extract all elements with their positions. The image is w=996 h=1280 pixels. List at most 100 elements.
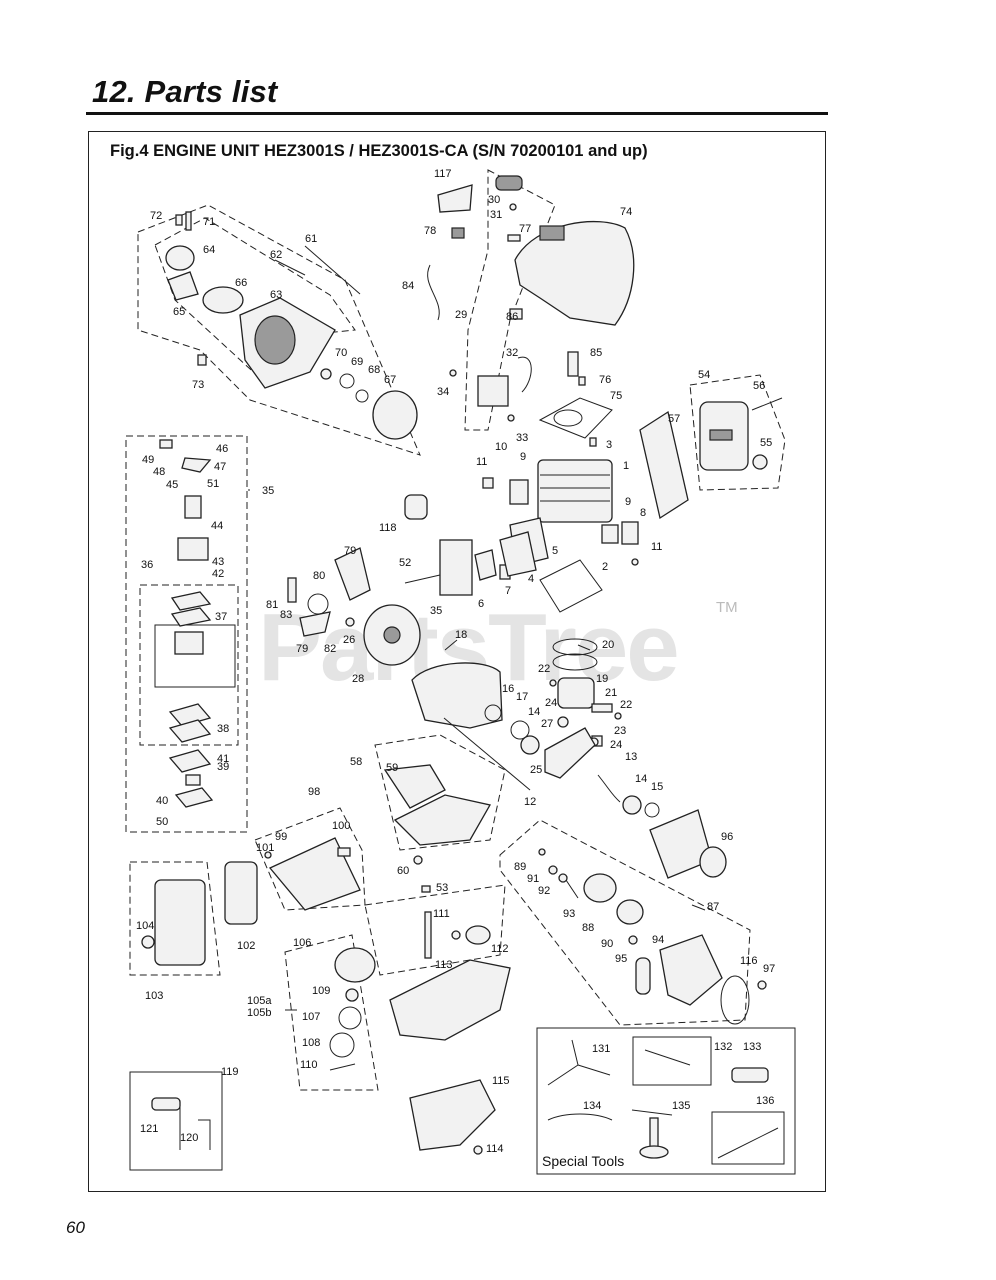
part-36-a	[170, 591, 212, 611]
callout-34: 34	[437, 386, 449, 398]
callout-81: 81	[266, 599, 278, 611]
callout-73: 73	[192, 379, 204, 391]
group-106-outline	[284, 934, 379, 1091]
part-66	[202, 286, 244, 314]
callout-2: 2	[602, 561, 608, 573]
callout-93: 93	[563, 908, 575, 920]
group-36-outline	[139, 584, 239, 746]
callout-12: 12	[524, 796, 536, 808]
part-75-hole	[553, 409, 583, 427]
part-55	[752, 454, 768, 470]
part-2-gasket	[539, 559, 603, 613]
part-92	[558, 873, 568, 883]
callout-110: 110	[300, 1059, 318, 1071]
callout-109: 109	[312, 985, 330, 997]
part-85-spark-plug	[567, 351, 579, 377]
tool-132-box	[632, 1036, 712, 1086]
callout-1: 1	[623, 460, 629, 472]
callout-61: 61	[305, 233, 317, 245]
callout-64: 64	[203, 244, 215, 256]
part-79-pawl	[334, 547, 371, 601]
part-109	[345, 988, 359, 1002]
callout-84: 84	[402, 280, 414, 292]
callout-45: 45	[166, 479, 178, 491]
callout-133: 133	[743, 1041, 761, 1053]
callout-24: 24	[545, 697, 557, 709]
tool-136-bar	[717, 1127, 779, 1159]
part-79-pawl-b	[299, 611, 331, 637]
part-33	[507, 414, 515, 422]
callout-88: 88	[582, 922, 594, 934]
part-14-bearing-a	[520, 735, 540, 755]
callout-116: 116	[740, 955, 758, 967]
part-35-carburetor	[439, 539, 473, 596]
callout-31: 31	[490, 209, 502, 221]
tool-135-base	[639, 1145, 669, 1159]
part-71	[185, 211, 192, 231]
callout-18: 18	[455, 629, 467, 641]
callout-46: 46	[216, 443, 228, 455]
part-84-wire	[427, 264, 440, 321]
callout-37: 37	[215, 611, 227, 623]
special-tools-box	[536, 1027, 796, 1175]
callout-112: 112	[491, 943, 509, 955]
callout-22: 22	[538, 663, 550, 675]
part-78	[451, 227, 465, 239]
part-60	[413, 855, 423, 865]
callout-5: 5	[552, 545, 558, 557]
part-107	[338, 1006, 362, 1030]
part-20-ring-a	[552, 638, 598, 656]
callout-9: 9	[520, 451, 526, 463]
part-21-pin	[591, 703, 613, 713]
part-69	[339, 373, 355, 389]
callout-60: 60	[397, 865, 409, 877]
callout-57: 57	[668, 413, 680, 425]
callout-62: 62	[270, 249, 282, 261]
callout-33: 33	[516, 432, 528, 444]
callout-70: 70	[335, 347, 347, 359]
callout-labels: 117 30 31 74 72 71 61 78 77 62 64 66 63 …	[136, 168, 775, 1169]
part-73	[197, 354, 207, 366]
callout-75: 75	[610, 390, 622, 402]
callout-30: 30	[488, 194, 500, 206]
part-57-heat-shield	[639, 410, 689, 520]
callout-14: 14	[635, 773, 647, 785]
part-111	[424, 911, 432, 959]
part-86	[509, 308, 523, 320]
group-87-outline	[499, 819, 751, 1026]
callout-106: 106	[293, 937, 311, 949]
part-34	[449, 369, 457, 377]
callout-26: 26	[343, 634, 355, 646]
part-112	[465, 925, 491, 945]
part-25-crankshaft	[544, 727, 596, 779]
part-68	[355, 389, 369, 403]
callout-38: 38	[217, 723, 229, 735]
part-1-cylinder	[537, 459, 613, 523]
callout-108: 108	[302, 1037, 320, 1049]
part-114	[473, 1145, 483, 1155]
callout-66: 66	[235, 277, 247, 289]
callout-131: 131	[592, 1043, 610, 1055]
callout-40: 40	[156, 795, 168, 807]
callout-79: 79	[296, 643, 308, 655]
part-30	[495, 175, 523, 191]
callout-20: 20	[602, 639, 614, 651]
part-20-ring-b	[552, 653, 598, 671]
callout-49: 49	[142, 454, 154, 466]
part-15	[644, 802, 660, 818]
callout-91: 91	[527, 873, 539, 885]
callout-135: 135	[672, 1100, 690, 1112]
callout-103: 103	[145, 990, 163, 1002]
part-64	[165, 245, 195, 271]
part-8	[621, 521, 639, 545]
tool-119-box	[129, 1071, 223, 1171]
part-104	[141, 935, 155, 949]
callout-89: 89	[514, 861, 526, 873]
callout-104: 104	[136, 920, 154, 932]
callout-80: 80	[313, 570, 325, 582]
tool-131-arm-b	[577, 1064, 611, 1076]
part-36-b	[170, 607, 212, 627]
part-89	[538, 848, 546, 856]
callout-136: 136	[756, 1095, 774, 1107]
callout-36: 36	[141, 559, 153, 571]
